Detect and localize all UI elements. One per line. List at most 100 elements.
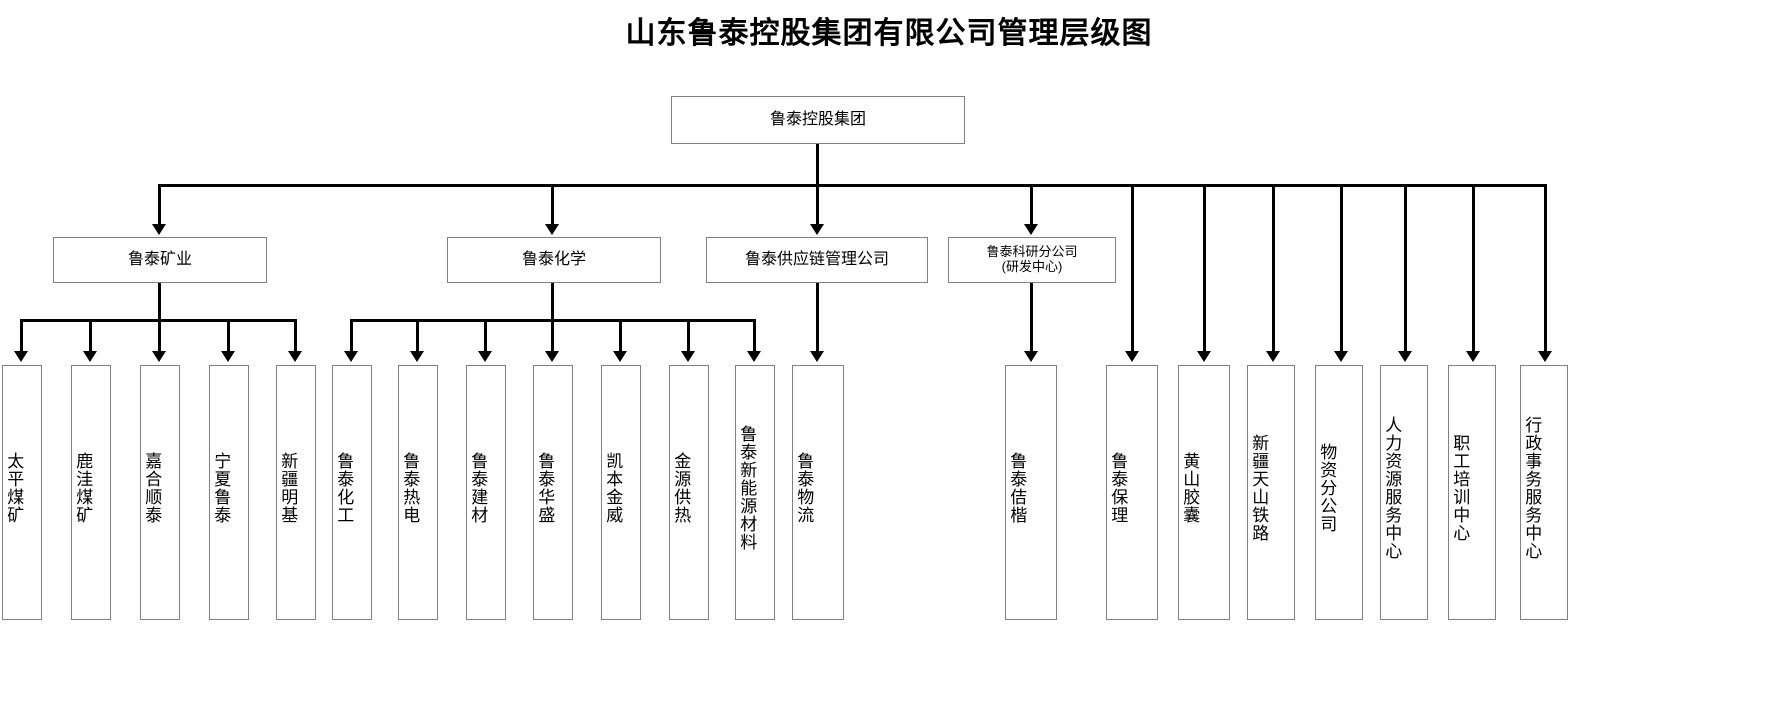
leaf-ningxia-lutai[interactable]: 宁夏鲁泰: [209, 365, 249, 620]
leaf-jinyuan-heating[interactable]: 金源供热: [669, 365, 709, 620]
connector-mining-drop-0: [20, 319, 23, 353]
connector-chemical-drop-5: [687, 319, 690, 353]
leaf-lutai-chemical[interactable]: 鲁泰化工: [332, 365, 372, 620]
leaf-label: 鲁泰华盛: [535, 451, 555, 524]
arrow-direct-7: [1538, 351, 1552, 362]
arrow-chemical-3: [545, 351, 559, 362]
page-title: 山东鲁泰控股集团有限公司管理层级图: [625, 17, 1153, 50]
arrow-supplychain: [810, 224, 824, 235]
connector-direct-stem-4: [1340, 184, 1343, 353]
connector-mining-drop-4: [294, 319, 297, 353]
connector-supplychain-stem: [816, 283, 819, 353]
arrow-direct-3: [1266, 351, 1280, 362]
connector-direct-stem-5: [1404, 184, 1407, 353]
leaf-huangshan-capsule[interactable]: 黄山胶囊: [1178, 365, 1230, 620]
leaf-label: 凯本金威: [603, 451, 623, 524]
leaf-label: 金源供热: [671, 451, 691, 524]
connector-direct-stem-0: [1030, 283, 1033, 353]
leaf-label: 黄山胶囊: [1180, 451, 1200, 524]
connector-direct-stem-3: [1272, 184, 1275, 353]
arrow-mining-1: [83, 351, 97, 362]
arrow-research: [1024, 224, 1038, 235]
leaf-luwa-coal[interactable]: 鹿洼煤矿: [71, 365, 111, 620]
leaf-label: 鲁泰化工: [334, 451, 354, 524]
leaf-lutai-logistics[interactable]: 鲁泰物流: [792, 365, 844, 620]
leaf-label: 职工培训中心: [1450, 433, 1470, 542]
leaf-kaiben-jinwei[interactable]: 凯本金威: [601, 365, 641, 620]
connector-direct-stem-2: [1203, 184, 1206, 353]
leaf-lutai-newenergy-materials[interactable]: 鲁泰新能源材料: [735, 365, 775, 620]
connector-chemical-drop-3: [551, 319, 554, 353]
arrow-chemical-0: [344, 351, 358, 362]
connector-drop-mining: [158, 184, 161, 226]
connector-chemical-stem: [551, 283, 554, 319]
connector-mining-drop-1: [89, 319, 92, 353]
connector-mining-stem: [158, 283, 161, 319]
arrow-chemical-5: [681, 351, 695, 362]
leaf-label: 鲁泰佶楷: [1007, 451, 1027, 524]
connector-main-bus: [158, 184, 1547, 187]
leaf-admin-service-center[interactable]: 行政事务服务中心: [1520, 365, 1568, 620]
connector-mining-drop-3: [227, 319, 230, 353]
arrow-mining-2: [152, 351, 166, 362]
connector-drop-chemical: [551, 184, 554, 226]
arrow-supplychain-0: [810, 351, 824, 362]
leaf-label: 鲁泰物流: [794, 451, 814, 524]
leaf-label: 鲁泰新能源材料: [737, 424, 757, 551]
connector-chemical-drop-6: [753, 319, 756, 353]
arrow-mining-0: [14, 351, 28, 362]
leaf-xinjiang-tianshan-railway[interactable]: 新疆天山铁路: [1247, 365, 1295, 620]
leaf-lutai-huasheng[interactable]: 鲁泰华盛: [533, 365, 573, 620]
leaf-lutai-jiekai[interactable]: 鲁泰佶楷: [1005, 365, 1057, 620]
leaf-materials-branch[interactable]: 物资分公司: [1315, 365, 1363, 620]
arrow-chemical-4: [613, 351, 627, 362]
arrow-direct-1: [1125, 351, 1139, 362]
leaf-label: 宁夏鲁泰: [211, 451, 231, 524]
arrow-direct-0: [1024, 351, 1038, 362]
leaf-label: 新疆天山铁路: [1249, 433, 1269, 542]
arrow-mining-3: [221, 351, 235, 362]
leaf-label: 鲁泰热电: [400, 451, 420, 524]
node-mining-label: 鲁泰矿业: [127, 251, 192, 268]
connector-chemical-drop-0: [350, 319, 353, 353]
arrow-chemical-1: [410, 351, 424, 362]
node-root-label: 鲁泰控股集团: [769, 111, 866, 128]
node-supplychain[interactable]: 鲁泰供应链管理公司: [706, 237, 928, 283]
leaf-label: 新疆明基: [278, 451, 298, 524]
connector-chemical-drop-2: [484, 319, 487, 353]
arrow-direct-5: [1398, 351, 1412, 362]
leaf-label: 太平煤矿: [4, 451, 24, 524]
node-root[interactable]: 鲁泰控股集团: [671, 96, 965, 144]
arrow-direct-6: [1466, 351, 1480, 362]
leaf-label: 嘉合顺泰: [142, 451, 162, 524]
node-research-label: 鲁泰科研分公司: [986, 244, 1078, 260]
arrow-chemical: [545, 224, 559, 235]
connector-direct-stem-7: [1544, 184, 1547, 353]
node-supplychain-label: 鲁泰供应链管理公司: [744, 251, 889, 268]
connector-drop-supplychain: [816, 184, 819, 226]
node-research-sublabel: (研发中心): [1001, 259, 1063, 274]
node-mining[interactable]: 鲁泰矿业: [53, 237, 267, 283]
leaf-lutai-buildmat[interactable]: 鲁泰建材: [466, 365, 506, 620]
connector-direct-stem-1: [1131, 184, 1134, 353]
leaf-label: 鲁泰建材: [468, 451, 488, 524]
leaf-lutai-factoring[interactable]: 鲁泰保理: [1106, 365, 1158, 620]
connector-drop-research: [1030, 184, 1033, 226]
node-chemical-label: 鲁泰化学: [521, 251, 586, 268]
arrow-direct-2: [1197, 351, 1211, 362]
leaf-lutai-thermal[interactable]: 鲁泰热电: [398, 365, 438, 620]
leaf-xinjiang-mingji[interactable]: 新疆明基: [276, 365, 316, 620]
node-chemical[interactable]: 鲁泰化学: [447, 237, 661, 283]
leaf-staff-training-center[interactable]: 职工培训中心: [1448, 365, 1496, 620]
arrow-chemical-6: [747, 351, 761, 362]
leaf-hr-service-center[interactable]: 人力资源服务中心: [1380, 365, 1428, 620]
node-research[interactable]: 鲁泰科研分公司 (研发中心): [948, 237, 1116, 283]
leaf-label: 鹿洼煤矿: [73, 451, 93, 524]
leaf-jiaheshuntai[interactable]: 嘉合顺泰: [140, 365, 180, 620]
connector-chemical-drop-4: [619, 319, 622, 353]
leaf-label: 人力资源服务中心: [1382, 415, 1402, 560]
arrow-direct-4: [1334, 351, 1348, 362]
leaf-taiping-coal[interactable]: 太平煤矿: [2, 365, 42, 620]
leaf-label: 行政事务服务中心: [1522, 415, 1542, 560]
